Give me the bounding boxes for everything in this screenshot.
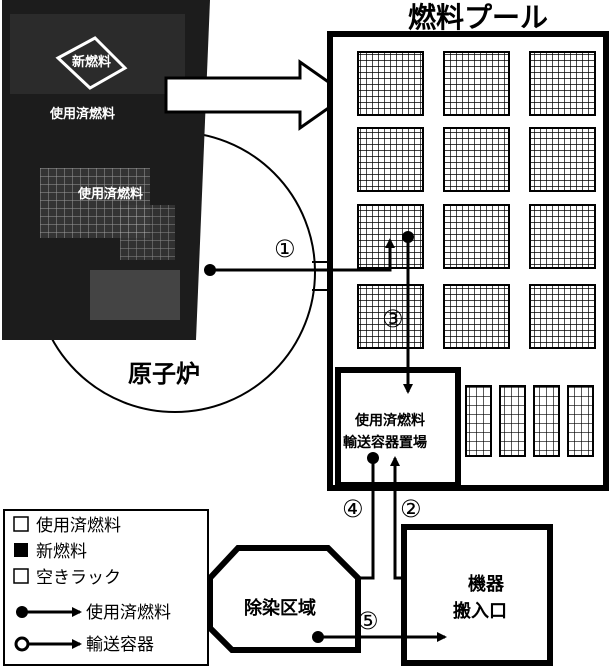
legend-swatch-spent [13,516,29,532]
decon-area [207,545,361,653]
legend: 使用済燃料 新燃料 空きラック 使用済燃料 輸送容器 [3,509,209,666]
legend-new-fuel: 新燃料 [36,542,87,562]
equipment-entrance [401,524,553,666]
route-1: ① [204,235,395,276]
entrance-label-2: 搬入口 [453,600,507,622]
cask-area-label-2: 輸送容器置場 [343,434,427,451]
legend-spent-fuel: 使用済燃料 [36,515,121,536]
legend-swatch-empty [13,568,29,584]
legend-empty-rack: 空きラック [36,568,121,588]
cask-area-label-1: 使用済燃料 [354,412,425,429]
photo-to-pool-arrow [164,59,350,131]
photo-label-new-fuel: 新燃料 [72,54,111,70]
legend-arrow-cask-label: 輸送容器 [86,635,154,655]
legend-swatch-new [14,543,28,557]
pool-photo: 新燃料 使用済燃料 使用済燃料 [2,0,210,340]
small-racks [465,385,594,457]
legend-arrow-spent-label: 使用済燃料 [86,602,171,623]
step-4-label: ④ [342,495,364,523]
new-fuel-outline [55,36,128,90]
step-3-label: ③ [382,305,404,333]
reactor-pool-channel [312,261,332,291]
reactor-label: 原子炉 [128,360,200,388]
entrance-label-1: 機器 [468,573,505,595]
photo-label-spent-fuel-1: 使用済燃料 [49,106,115,122]
route-3: ③ [382,231,414,394]
route-5: ⑤ [312,607,447,643]
step-5-label: ⑤ [357,607,379,635]
legend-arrow-cask-outer [14,636,30,652]
decon-label: 除染区域 [244,597,316,619]
pool-title: 燃料プール [408,1,548,34]
photo-label-spent-fuel-2: 使用済燃料 [77,186,143,202]
legend-box [3,509,209,666]
step-2-label: ② [400,495,422,523]
rack-grid [357,51,596,349]
step-1-label: ① [274,235,296,263]
